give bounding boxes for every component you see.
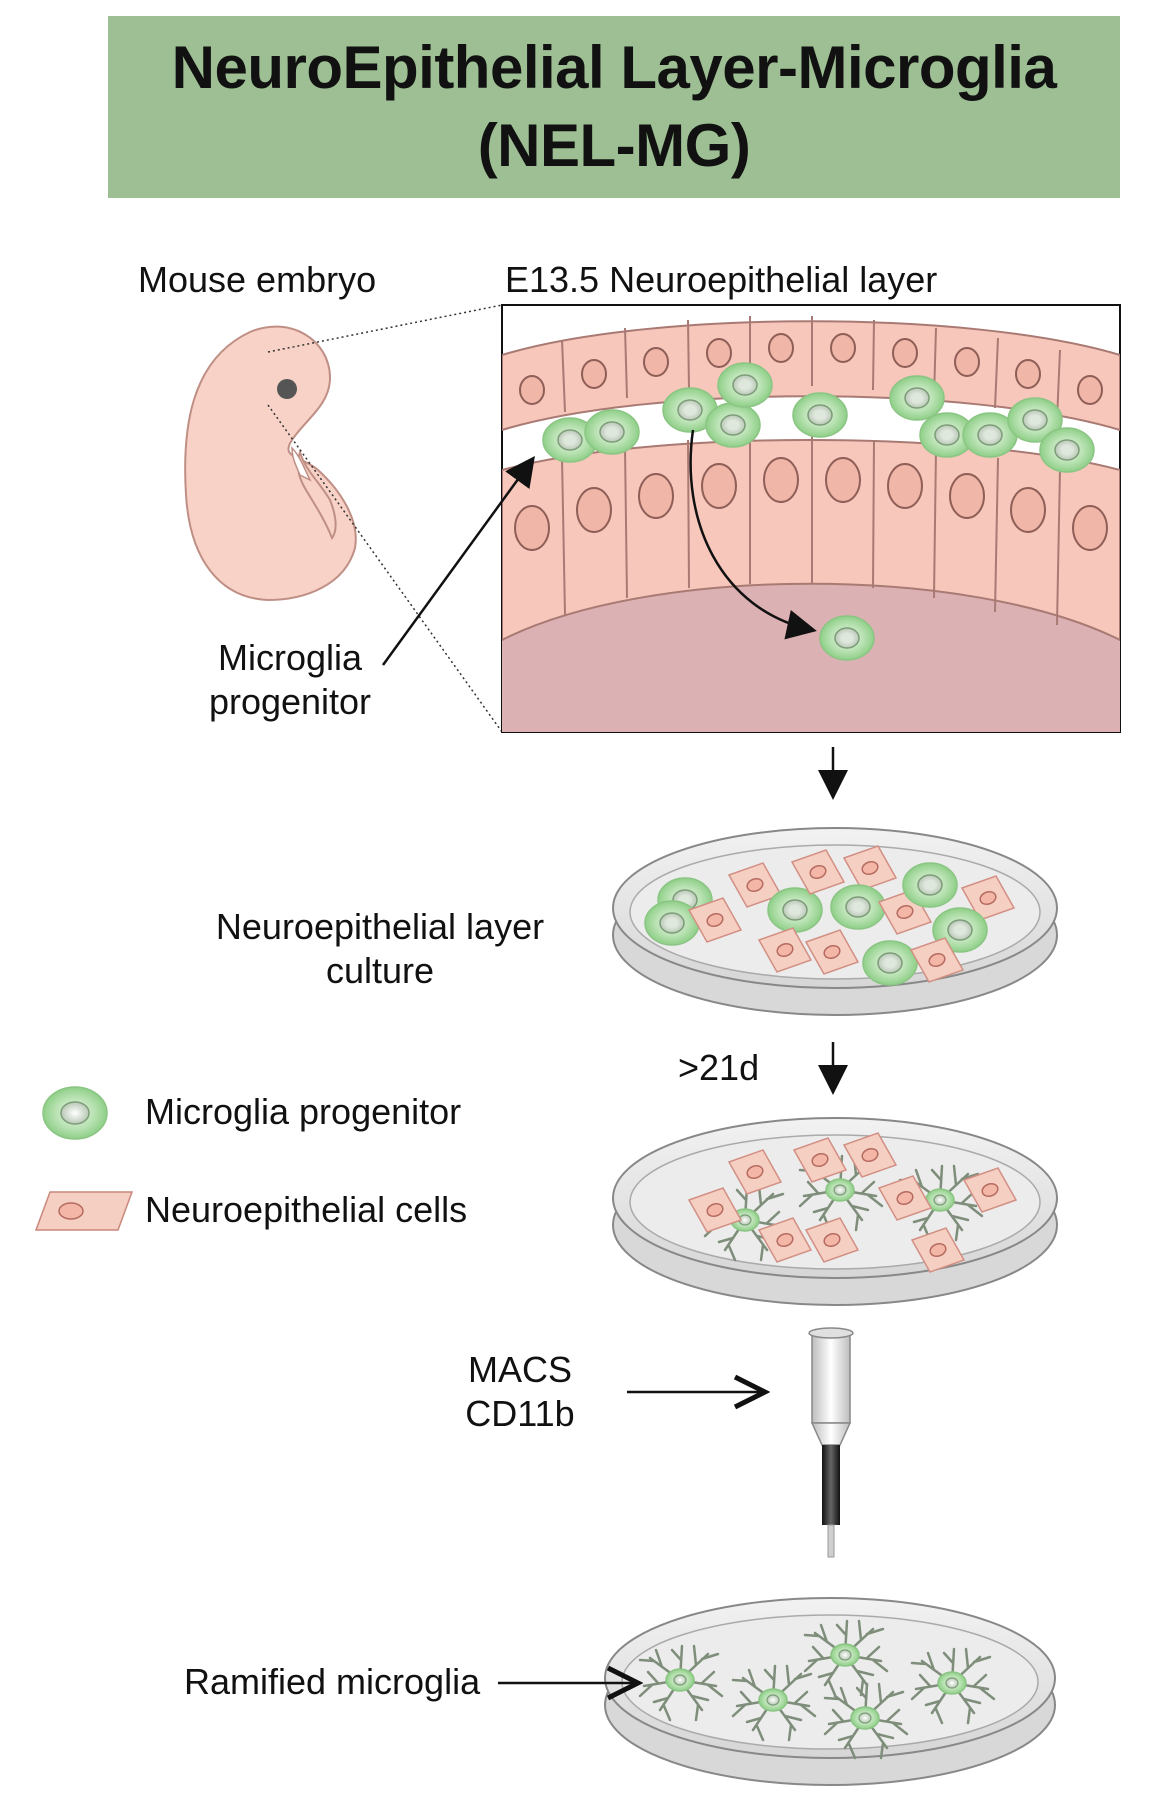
macs-column — [808, 1327, 854, 1558]
culture-label-line2: culture — [325, 950, 435, 991]
legend-pink-cell-icon — [34, 1191, 134, 1231]
ramified-microglia-label: Ramified microglia — [184, 1661, 481, 1702]
culture-label: Neuroepithelial layer culture — [190, 905, 570, 993]
culture-dish-2 — [612, 1117, 1058, 1306]
legend-green-cell-icon — [42, 1086, 108, 1140]
title-line-2: (NEL-MG) — [477, 112, 751, 179]
progenitor-pointer-arrow — [381, 455, 535, 666]
culture-label-line1: Neuroepithelial layer — [215, 906, 545, 947]
macs-label-line1: MACS — [467, 1349, 572, 1390]
neuroepithelial-layer-panel — [501, 304, 1121, 733]
microglia-progenitor-label-line2: progenitor — [208, 681, 372, 722]
macs-label-line2: CD11b — [465, 1393, 575, 1434]
microglia-progenitor-label-line1: Microglia — [217, 637, 363, 678]
microglia-progenitor-label: Microglia progenitor — [180, 636, 400, 724]
mouse-embryo-illustration — [184, 304, 503, 733]
title-banner: NeuroEpithelial Layer-Microglia (NEL-MG) — [108, 16, 1120, 198]
neuroepithelial-layer-label: E13.5 Neuroepithelial layer — [505, 259, 938, 300]
legend-microglia-progenitor-label: Microglia progenitor — [145, 1091, 462, 1132]
mouse-embryo-label: Mouse embryo — [138, 259, 377, 300]
title-line-1: NeuroEpithelial Layer-Microglia — [171, 34, 1057, 101]
culture-dish-3 — [604, 1597, 1056, 1786]
duration-label: >21d — [678, 1047, 760, 1088]
embryo-eye-dot — [277, 379, 297, 399]
culture-dish-1 — [612, 827, 1058, 1016]
macs-label: MACS CD11b — [430, 1348, 610, 1436]
legend-neuroepithelial-cells-label: Neuroepithelial cells — [145, 1189, 468, 1230]
